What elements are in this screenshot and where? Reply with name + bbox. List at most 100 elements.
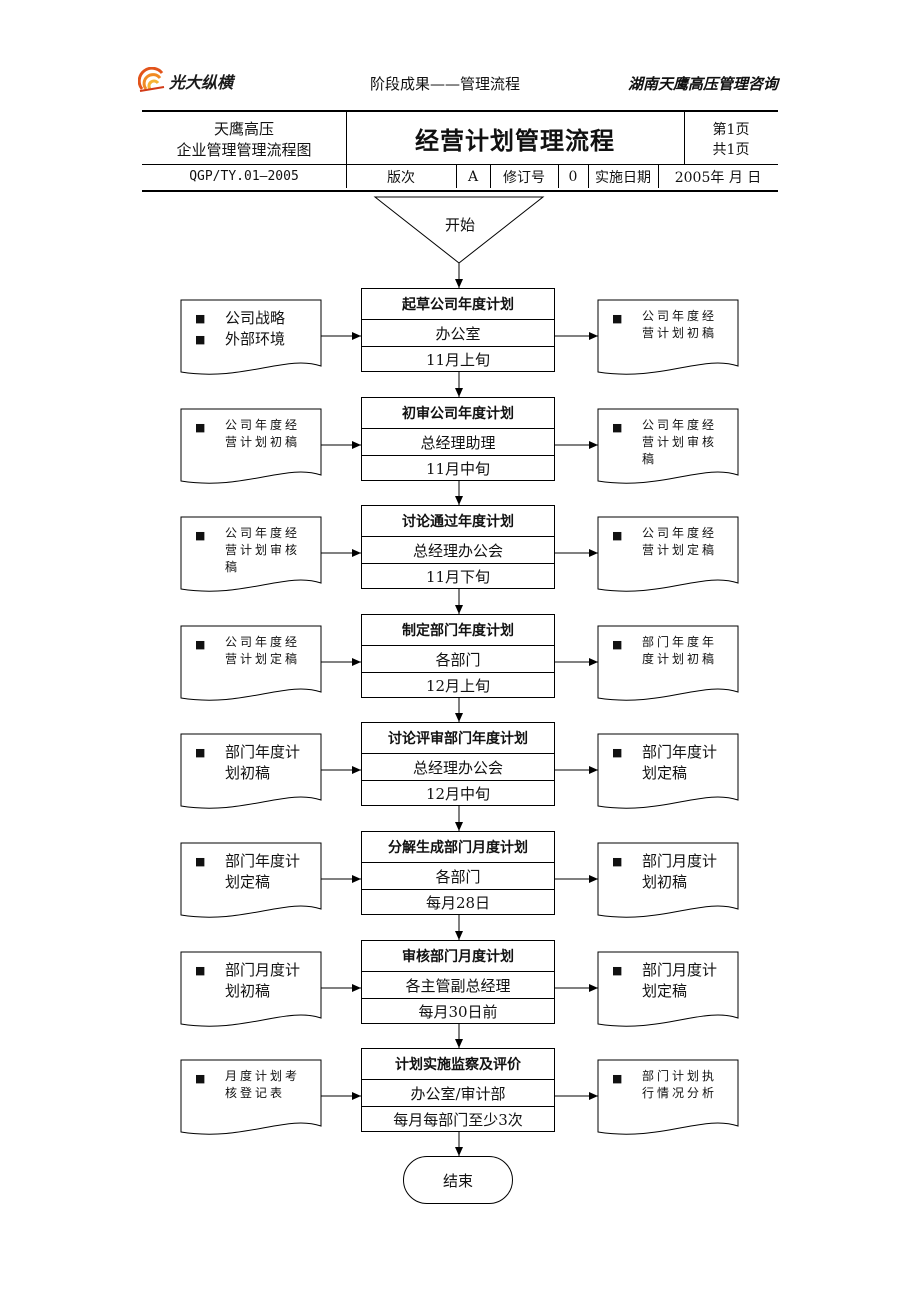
- bullet-item: ■ 公司战略: [193, 308, 313, 329]
- step-owner: 总经理办公会: [362, 753, 554, 780]
- input-document-shape-6: [180, 842, 322, 918]
- step-time: 每月30日前: [362, 998, 554, 1023]
- revision-label: 修订号: [503, 169, 545, 186]
- step-time: 11月上旬: [362, 346, 554, 371]
- date-value: 2005年 月 日: [674, 169, 762, 186]
- step-owner: 各主管副总经理: [362, 971, 554, 998]
- input-document-8: ■ 月度计划考核登记表: [181, 1060, 321, 1136]
- step-time: 12月上旬: [362, 672, 554, 697]
- bullet-icon: ■: [195, 312, 206, 325]
- process-step-7: 审核部门月度计划各主管副总经理每月30日前: [361, 940, 555, 1024]
- input-document-3: ■ 公司年度经营计划审核稿: [181, 517, 321, 593]
- bullet-item: ■部门年度计划定稿: [193, 851, 313, 893]
- bullet-item: ■ 部门计划执行情况分析: [610, 1068, 730, 1102]
- input-document-shape-1: [180, 299, 322, 375]
- sun-logo-icon: [138, 67, 165, 92]
- step-owner: 办公室/审计部: [362, 1079, 554, 1106]
- output-document-3: ■ 公司年度经营计划定稿: [598, 517, 738, 593]
- bullet-text: 公司战略: [225, 309, 286, 327]
- process-step-6: 分解生成部门月度计划各部门每月28日: [361, 831, 555, 915]
- output-document-shape-1: [597, 299, 739, 375]
- output-document-7: ■部门月度计划定稿: [598, 952, 738, 1028]
- input-document-shape-4: [180, 625, 322, 701]
- step-time: 每月每部门至少3次: [362, 1106, 554, 1131]
- bullet-icon: ■: [612, 1072, 623, 1085]
- bullet-icon: ■: [195, 333, 206, 346]
- bullet-icon: ■: [195, 746, 206, 759]
- input-document-6: ■部门年度计划定稿: [181, 843, 321, 919]
- header-center-text: 阶段成果——管理流程: [370, 75, 521, 93]
- bullet-icon: ■: [195, 855, 206, 868]
- bullet-text: 公司年度经营计划定稿: [642, 526, 718, 557]
- step-owner: 各部门: [362, 645, 554, 672]
- input-document-shape-8: [180, 1059, 322, 1135]
- bullet-icon: ■: [195, 638, 206, 651]
- step-time: 12月中旬: [362, 780, 554, 805]
- logo-text: 光大纵横: [169, 73, 234, 92]
- bullet-text: 部门计划执行情况分析: [642, 1069, 718, 1100]
- bullet-item: ■公司年度经营计划初稿: [193, 417, 313, 451]
- input-document-shape-2: [180, 408, 322, 484]
- output-document-1: ■公司年度经营计划初稿: [598, 300, 738, 376]
- output-document-shape-6: [597, 842, 739, 918]
- step-title: 计划实施监察及评价: [395, 1057, 521, 1073]
- bullet-icon: ■: [612, 638, 623, 651]
- step-owner: 总经理办公会: [362, 536, 554, 563]
- bullet-text: 公司年度经营计划审核稿: [642, 418, 718, 466]
- bullet-text: 月度计划考核登记表: [225, 1069, 301, 1100]
- bullet-icon: ■: [195, 1072, 206, 1085]
- step-title: 起草公司年度计划: [402, 297, 514, 313]
- input-document-shape-7: [180, 951, 322, 1027]
- page-cell: 第1页 共1页: [684, 114, 778, 166]
- input-document-7: ■部门月度计划初稿: [181, 952, 321, 1028]
- bullet-icon: ■: [612, 529, 623, 542]
- bullet-icon: ■: [612, 964, 623, 977]
- step-title: 审核部门月度计划: [402, 949, 514, 965]
- version-label: 版次: [387, 169, 415, 186]
- company-line-1: 天鹰高压: [213, 120, 274, 138]
- title-block: 天鹰高压 企业管理管理流程图 经营计划管理流程 第1页 共1页 QGP/TY.0…: [142, 110, 778, 192]
- step-title: 讨论通过年度计划: [402, 514, 514, 530]
- bullet-icon: ■: [195, 529, 206, 542]
- version-value: A: [467, 168, 479, 185]
- step-time: 每月28日: [362, 889, 554, 914]
- bullet-text: 公司年度经营计划审核稿: [225, 526, 301, 574]
- process-step-8: 计划实施监察及评价办公室/审计部每月每部门至少3次: [361, 1048, 555, 1132]
- bullet-text: 公司年度经营计划初稿: [225, 418, 301, 449]
- bullet-text: 部门年度计划初稿: [225, 743, 301, 782]
- step-title: 讨论评审部门年度计划: [388, 731, 528, 747]
- output-document-shape-7: [597, 951, 739, 1027]
- bullet-text: 部门月度计划初稿: [642, 852, 718, 891]
- step-owner: 各部门: [362, 862, 554, 889]
- bullet-text: 外部环境: [225, 330, 286, 348]
- bullet-item: ■ 月度计划考核登记表: [193, 1068, 313, 1102]
- bullet-item: ■ 公司年度经营计划定稿: [610, 525, 730, 559]
- bullet-item: ■ 公司年度经营计划审核稿: [193, 525, 313, 576]
- bullet-icon: ■: [195, 964, 206, 977]
- input-document-1: ■ 公司战略 ■ 外部环境: [181, 300, 321, 376]
- output-document-shape-3: [597, 516, 739, 592]
- bullet-item: ■部门月度计划初稿: [610, 851, 730, 893]
- company-logo: 光大纵横: [138, 66, 233, 96]
- bullet-item: ■部门月度计划定稿: [610, 960, 730, 1002]
- step-owner: 总经理助理: [362, 428, 554, 455]
- page-number: 第1页: [712, 122, 750, 138]
- output-document-2: ■ 公司年度经营计划审核稿: [598, 409, 738, 485]
- output-document-shape-8: [597, 1059, 739, 1135]
- date-label: 实施日期: [595, 169, 651, 186]
- input-document-shape-5: [180, 733, 322, 809]
- revision-value: 0: [568, 168, 578, 185]
- end-terminal: 结束: [403, 1156, 513, 1204]
- step-time: 11月下旬: [362, 563, 554, 588]
- input-document-4: ■公司年度经营计划定稿: [181, 626, 321, 702]
- bullet-icon: ■: [612, 421, 623, 434]
- company-cell: 天鹰高压 企业管理管理流程图: [142, 114, 346, 166]
- bullet-item: ■公司年度经营计划定稿: [193, 634, 313, 668]
- output-document-5: ■部门年度计划定稿: [598, 734, 738, 810]
